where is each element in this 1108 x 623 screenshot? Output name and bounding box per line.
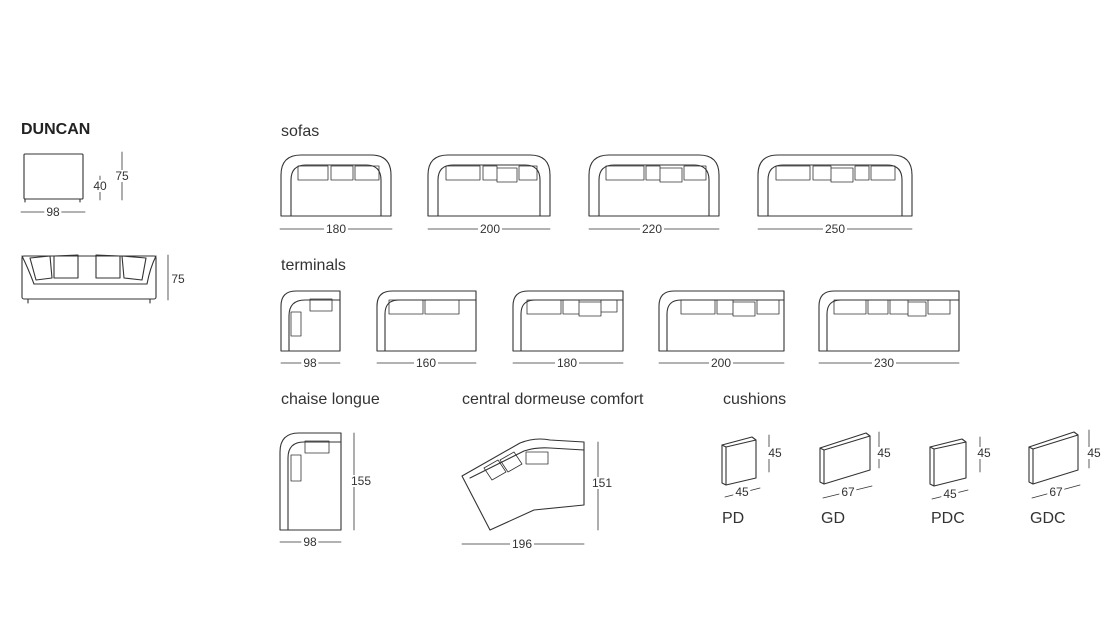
chaise-depth-label: 155 (348, 474, 374, 488)
cushion-width-label: 45 (941, 487, 959, 501)
sofa-width-label: 200 (477, 222, 503, 236)
terminal-width-label: 200 (708, 356, 734, 370)
terminal-width-label: 230 (871, 356, 897, 370)
sofa-drawing (588, 154, 720, 230)
terminal-drawing (818, 290, 960, 364)
cushion-width-label: 67 (1047, 485, 1065, 499)
sofa-drawing (427, 154, 551, 230)
collection-title: DUNCAN (21, 121, 91, 138)
terminal-drawing (376, 290, 477, 364)
cushion-width-label: 45 (733, 485, 751, 499)
sofa-width-label: 220 (639, 222, 665, 236)
cushion-height-label: 45 (975, 446, 993, 460)
sofas-heading: sofas (281, 123, 320, 140)
cushion-height-label: 45 (875, 446, 893, 460)
cushion-height-label: 45 (766, 446, 784, 460)
cushion-code: GD (821, 510, 845, 527)
front-view-drawing (21, 254, 169, 304)
terminal-width-label: 98 (301, 356, 319, 370)
terminal-drawing (658, 290, 785, 364)
central-dormeuse-heading: central dormeuse comfort (462, 391, 644, 408)
cushion-code: GDC (1030, 510, 1066, 527)
cushion-width-label: 67 (839, 485, 857, 499)
overview-width-label: 98 (44, 205, 62, 219)
dormeuse-depth-label: 151 (589, 476, 615, 490)
dormeuse-width-label: 196 (509, 537, 535, 551)
chaise-width-label: 98 (301, 535, 319, 549)
overview-height-label: 75 (113, 169, 131, 183)
sofa-width-label: 180 (323, 222, 349, 236)
cushion-code: PD (722, 510, 745, 527)
chaise-longue-drawing (279, 432, 355, 543)
terminal-width-label: 160 (413, 356, 439, 370)
sofa-drawing (279, 154, 393, 230)
terminals-heading: terminals (281, 257, 346, 274)
central-dormeuse-drawing (461, 438, 599, 545)
terminal-drawing (512, 290, 624, 364)
cushion-code: PDC (931, 510, 965, 527)
cushion-height-label: 45 (1085, 446, 1103, 460)
front-height-label: 75 (169, 272, 187, 286)
sofa-drawing (757, 154, 913, 230)
terminal-corner-drawing (280, 290, 341, 364)
cushions-heading: cushions (723, 391, 787, 408)
chaise-longue-heading: chaise longue (281, 391, 380, 408)
sofa-width-label: 250 (822, 222, 848, 236)
overview-seat-height-label: 40 (91, 179, 109, 193)
terminal-width-label: 180 (554, 356, 580, 370)
